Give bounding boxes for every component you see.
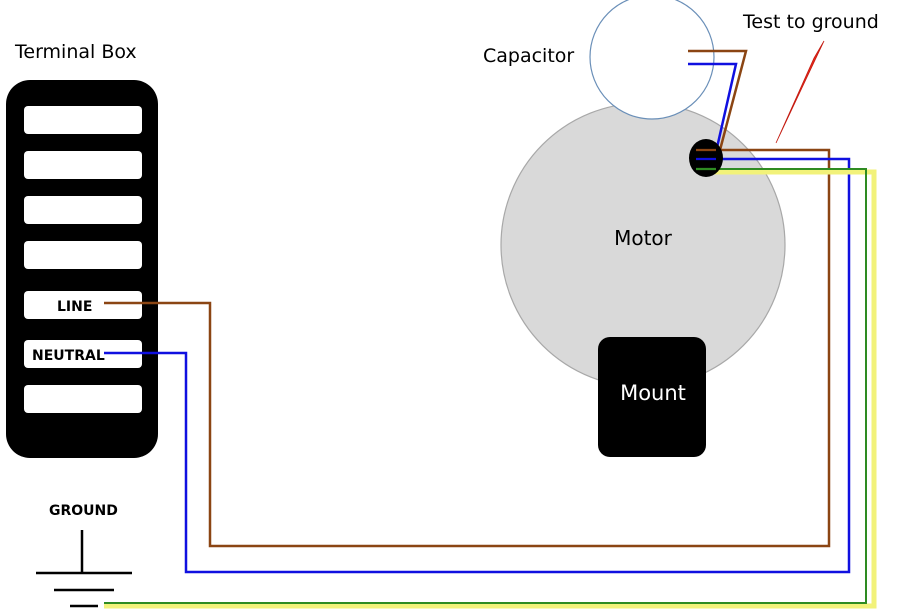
line-terminal-label: LINE	[57, 299, 92, 315]
terminal-slot-4	[24, 241, 142, 269]
ground-label: GROUND	[49, 503, 118, 519]
capacitor-label: Capacitor	[483, 45, 574, 67]
motor-mount	[598, 337, 706, 457]
terminal-slot-3	[24, 196, 142, 224]
neutral-wire	[104, 157, 851, 574]
earth-wire-green	[104, 168, 867, 604]
terminal-slot-2	[24, 151, 142, 179]
motor-terminal-leads	[696, 148, 716, 171]
line-live-wire	[104, 148, 831, 548]
capacitor-body	[589, 0, 715, 120]
neutral-terminal-label: NEUTRAL	[32, 348, 105, 364]
ground-symbol-icon	[36, 530, 132, 608]
terminal-slot-7	[24, 385, 142, 413]
capacitor-neutral-wire	[688, 62, 738, 153]
terminal-slot-neutral	[24, 340, 142, 368]
terminal-box-title: Terminal Box	[14, 41, 137, 63]
test-to-ground-label: Test to ground	[742, 11, 879, 33]
terminal-slot-1	[24, 106, 142, 134]
terminal-slot-line	[24, 291, 142, 319]
motor-label: Motor	[614, 226, 673, 250]
test-probe-icon	[775, 40, 825, 144]
mount-label: Mount	[620, 381, 686, 405]
capacitor-live-wire	[688, 49, 748, 151]
earth-wire-yellow	[104, 169, 877, 609]
